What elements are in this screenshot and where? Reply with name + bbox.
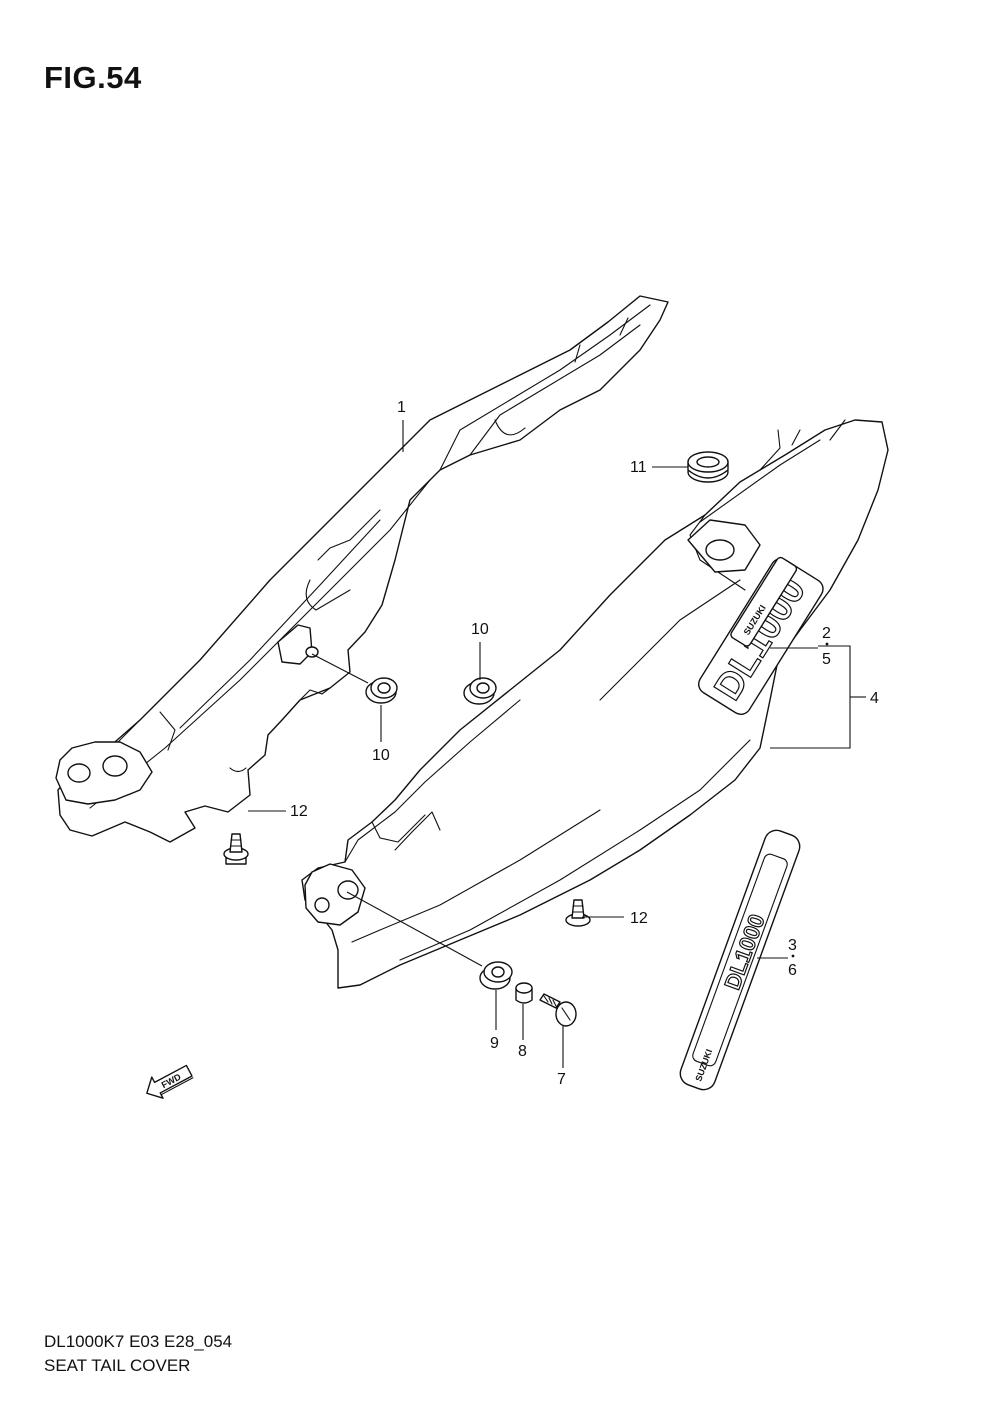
part-11-grommet — [687, 451, 729, 483]
forward-direction-arrow: FWD — [146, 1064, 194, 1099]
part-1-frame-cover — [55, 295, 669, 843]
callout-12-right: 12 — [630, 910, 648, 927]
part-8-collar — [515, 982, 533, 1004]
leader-dot-2-5 — [825, 642, 829, 646]
footer-section-name: SEAT TAIL COVER — [44, 1356, 191, 1375]
callout-6: 6 — [788, 962, 797, 979]
callout-4: 4 — [870, 690, 879, 707]
callout-10-upper: 10 — [471, 621, 489, 638]
part-12-clip-b — [565, 899, 591, 927]
callout-10-lower: 10 — [372, 747, 390, 764]
callout-12-left: 12 — [290, 803, 308, 820]
callout-5: 5 — [822, 651, 831, 668]
part-7-screw — [539, 993, 577, 1027]
leader-dot-3-6 — [791, 954, 795, 958]
callout-11: 11 — [630, 459, 647, 476]
callout-3: 3 — [788, 937, 797, 954]
part-9-grommet — [479, 961, 513, 990]
callout-7: 7 — [557, 1071, 566, 1088]
part-4-seat-tail-cover — [301, 419, 889, 989]
callout-labels: 1 11 10 10 12 12 2 5 4 3 6 9 8 7 — [290, 399, 879, 1088]
callout-2: 2 — [822, 625, 831, 642]
part-10-cushion-b — [463, 677, 497, 705]
callout-1: 1 — [397, 399, 406, 416]
part-10-cushion-a — [365, 677, 398, 704]
part-12-clip-a — [223, 833, 249, 865]
footer-model-code: DL1000K7 E03 E28_054 — [44, 1332, 233, 1351]
strip-decal: DL1000 SUZUKI — [679, 829, 801, 1091]
callout-8: 8 — [518, 1043, 527, 1060]
leader-lines — [248, 420, 866, 1068]
callout-9: 9 — [490, 1035, 499, 1052]
figure-title: FIG.54 — [44, 60, 142, 95]
